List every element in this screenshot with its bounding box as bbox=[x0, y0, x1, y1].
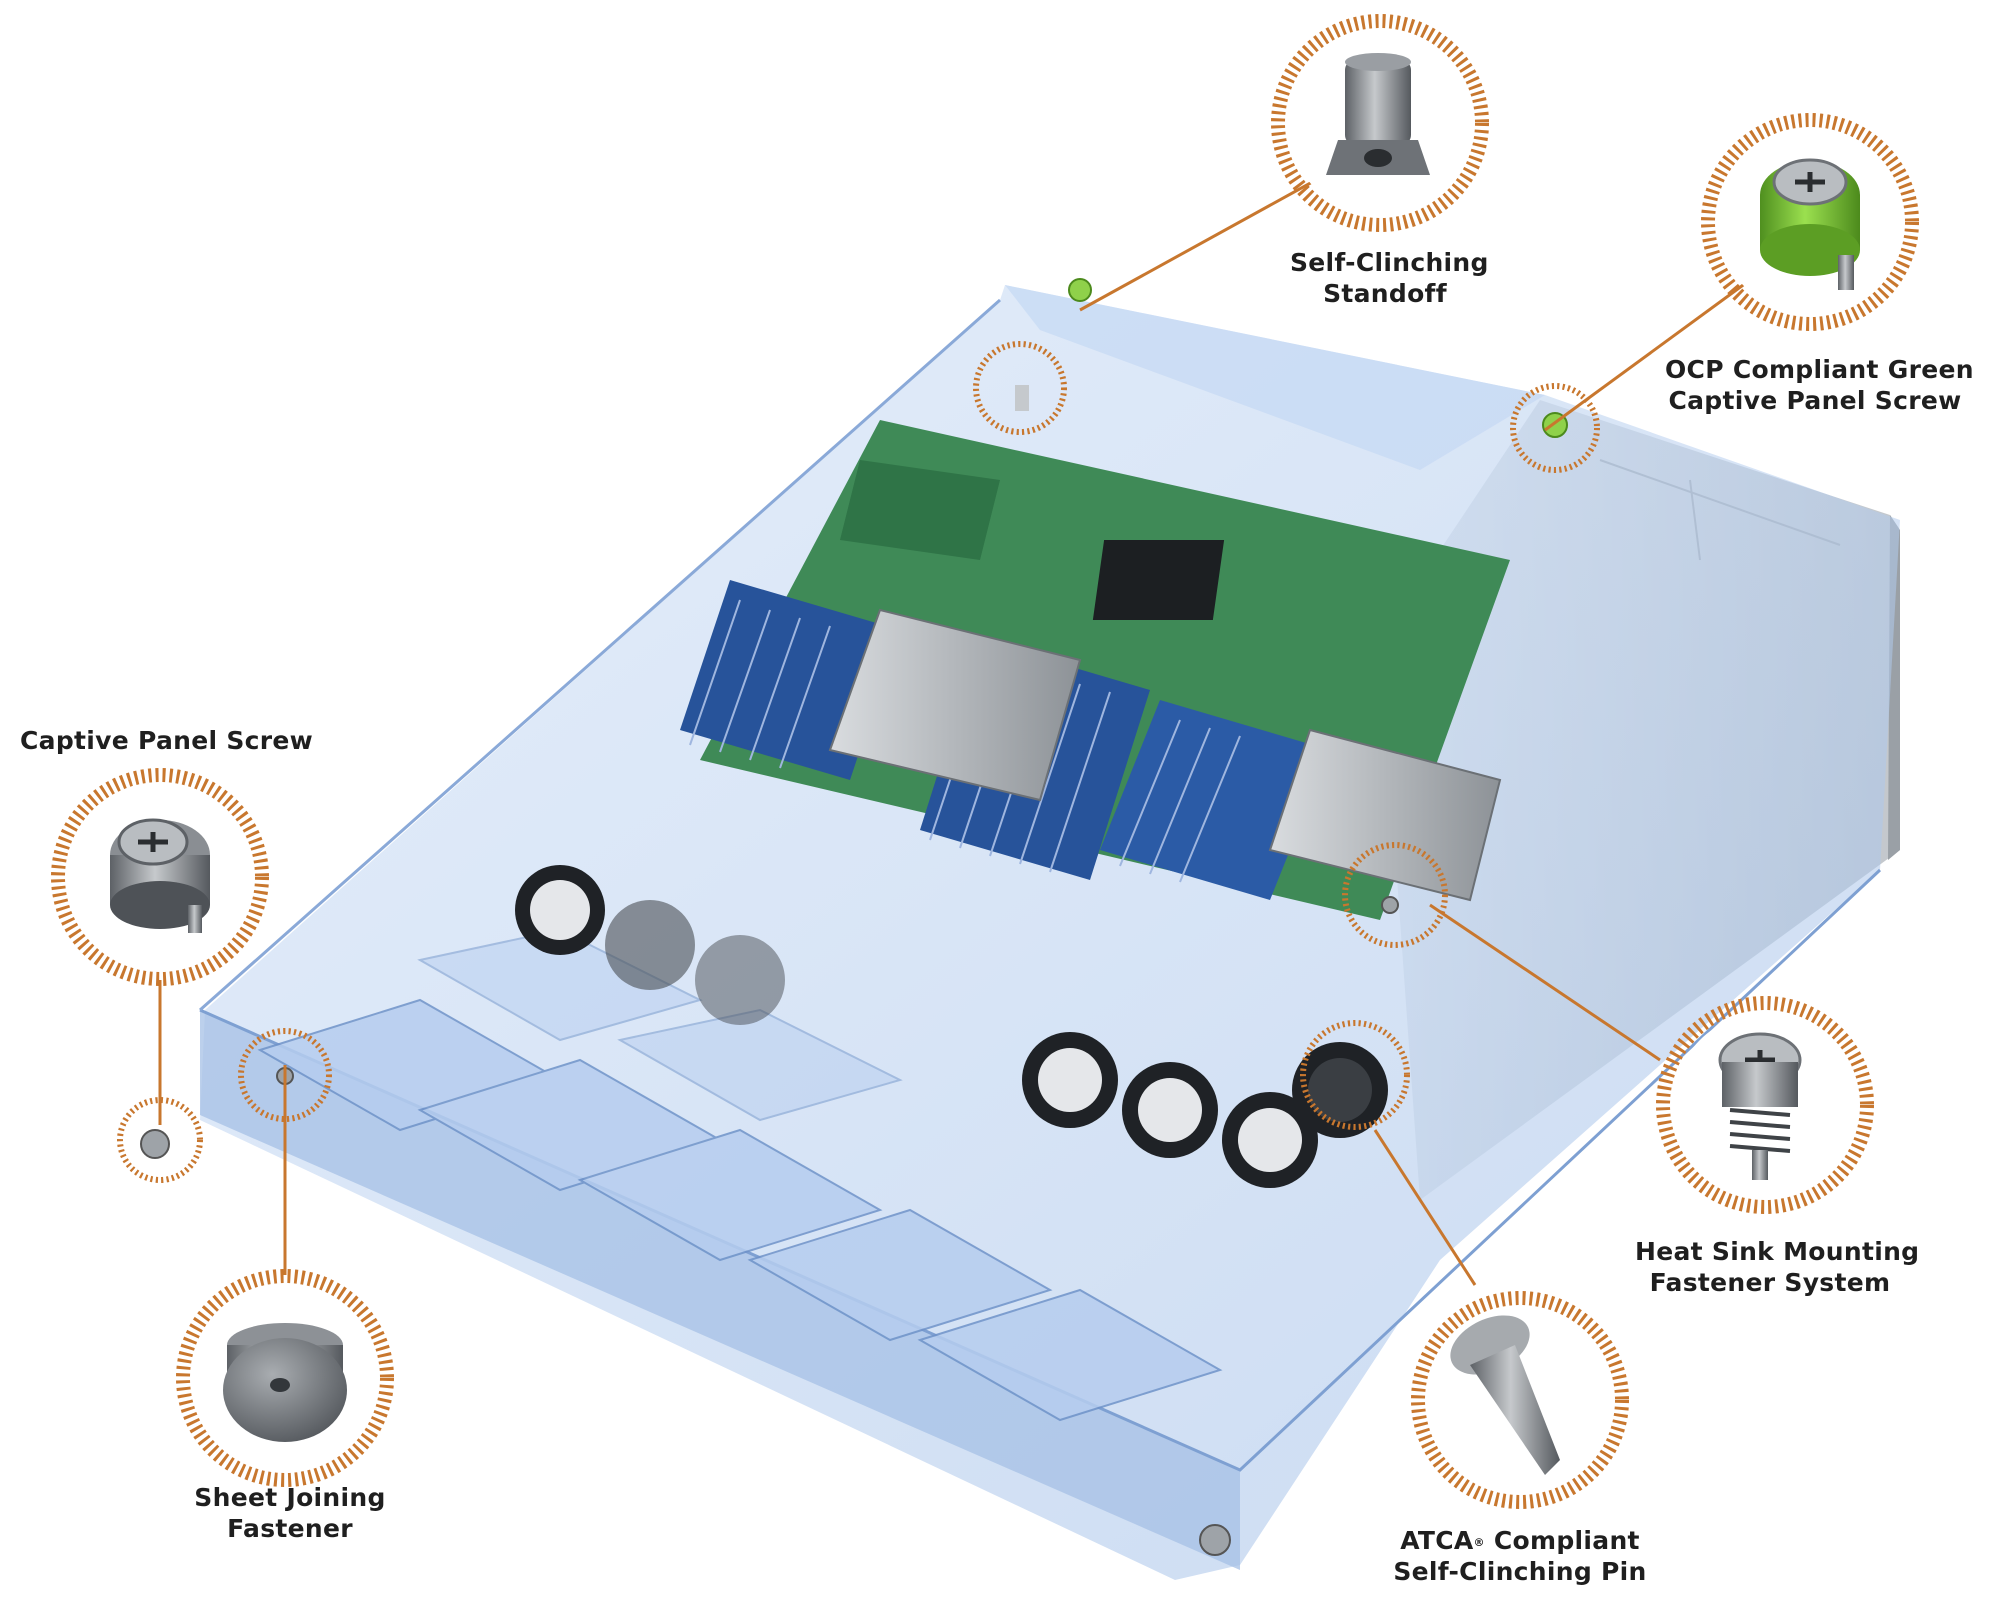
label-line: OCP Compliant Green bbox=[1665, 355, 1974, 384]
label-sheet-joining-fastener: Sheet Joining Fastener bbox=[180, 1482, 400, 1544]
label-line: Standoff bbox=[1323, 279, 1447, 308]
label-line: Sheet Joining bbox=[194, 1483, 386, 1512]
label-self-clinching-standoff: Self-Clinching Standoff bbox=[1290, 247, 1489, 309]
cpu-heatsinks bbox=[828, 608, 1502, 902]
callout-rings bbox=[51, 14, 1919, 1509]
self-clinching-standoff-icon bbox=[1326, 53, 1430, 175]
green-captive-panel-screw-icon bbox=[1760, 158, 1860, 290]
label-line: Self-Clinching Pin bbox=[1393, 1557, 1647, 1586]
label-heat-sink-mounting-fastener-system: Heat Sink Mounting Fastener System bbox=[1635, 1236, 1920, 1298]
label-line: Fastener System bbox=[1649, 1268, 1891, 1297]
label-ocp-green-captive-panel-screw: OCP Compliant Green Captive Panel Screw bbox=[1665, 354, 1974, 416]
label-line: Captive Panel Screw bbox=[20, 726, 314, 755]
sheet-joining-fastener-icon bbox=[223, 1323, 347, 1442]
captive-panel-screw-icon bbox=[110, 818, 210, 933]
drive-bays bbox=[257, 928, 1223, 1422]
label-atca-self-clinching-pin: ATCA® Compliant Self-Clinching Pin bbox=[1385, 1525, 1655, 1587]
chassis-hardware bbox=[140, 278, 1568, 1556]
heat-sink-spring-screw-icon bbox=[1718, 1032, 1802, 1180]
self-clinching-pin-icon bbox=[1450, 1315, 1560, 1475]
fans bbox=[515, 865, 1388, 1188]
label-line: Captive Panel Screw bbox=[1668, 386, 1962, 415]
label-line: Heat Sink Mounting bbox=[1635, 1237, 1920, 1266]
label-line: Self-Clinching bbox=[1290, 248, 1489, 277]
registered-mark: ® bbox=[1473, 1536, 1485, 1549]
label-line: ATCA® Compliant bbox=[1400, 1526, 1640, 1555]
label-captive-panel-screw: Captive Panel Screw bbox=[20, 725, 314, 756]
callout-connectors bbox=[158, 173, 1751, 1286]
label-line: Fastener bbox=[227, 1514, 353, 1543]
callout-markers bbox=[117, 341, 1600, 1183]
